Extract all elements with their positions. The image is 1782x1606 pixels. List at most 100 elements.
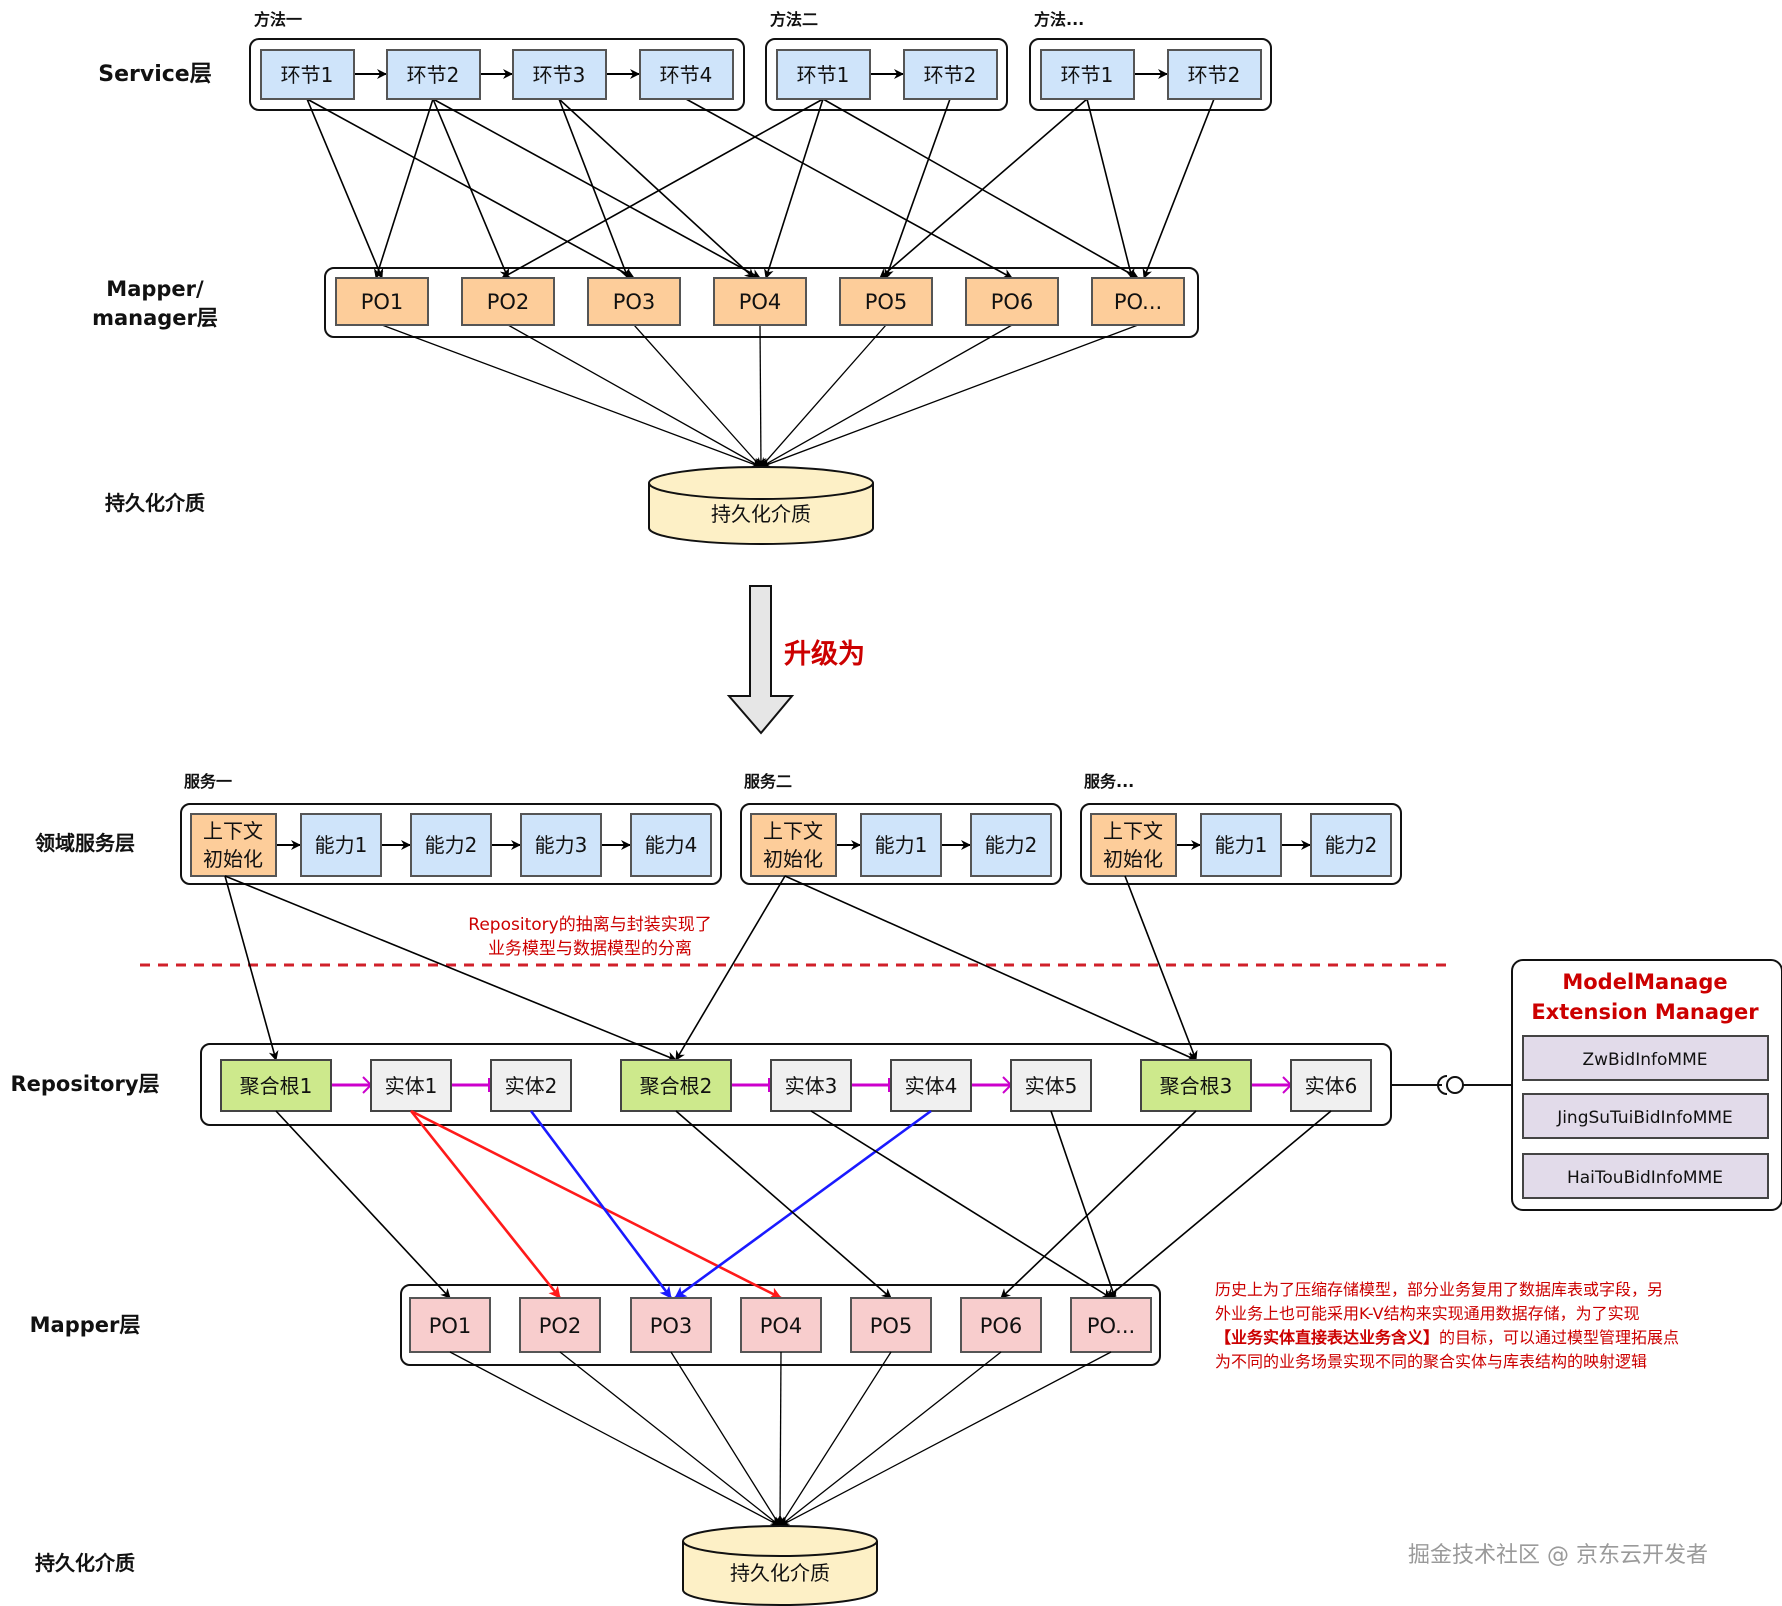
step-label: 环节2 (924, 63, 977, 87)
po-db-link (779, 1351, 1112, 1527)
repository-items: 聚合根1 实体1 实体2 聚合根2 实体3 实体4 实体5 聚合根3 实体6 (220, 1059, 1372, 1112)
model-manager-panel (1511, 959, 1782, 1211)
step-node[interactable]: 环节3 (512, 49, 607, 100)
po-label: PO4 (739, 290, 782, 314)
entity-node[interactable]: 实体4 (890, 1059, 972, 1112)
history-note-line1: 历史上为了压缩存储模型，部分业务复用了数据库表或字段，另 (1215, 1280, 1663, 1299)
capability-label: 能力1 (1215, 833, 1268, 857)
service-po-link (306, 98, 384, 279)
po-label: PO5 (865, 290, 908, 314)
context-label: 初始化 (763, 847, 823, 871)
step-node[interactable]: 环节1 (1040, 49, 1135, 100)
service-po-link (432, 98, 761, 279)
mme-item[interactable]: HaiTouBidInfoMME (1522, 1153, 1769, 1199)
po-node[interactable]: PO4 (740, 1297, 822, 1353)
service-po-link (685, 98, 1013, 279)
step-label: 环节1 (1061, 63, 1114, 87)
layer-label-persistence: 持久化介质 (105, 491, 205, 515)
capability-label: 能力4 (645, 833, 698, 857)
po-label: PO... (1114, 290, 1162, 314)
po-node[interactable]: PO4 (713, 277, 807, 326)
mme-item[interactable]: JingSuTuiBidInfoMME (1522, 1093, 1769, 1139)
capability-node[interactable]: 能力1 (1200, 813, 1282, 877)
po-node[interactable]: PO5 (850, 1297, 932, 1353)
history-note-line3: 【业务实体直接表达业务含义】的目标，可以通过模型管理拓展点 (1215, 1328, 1679, 1347)
step-node[interactable]: 环节1 (776, 49, 871, 100)
layer-label-domain-service: 领域服务层 (35, 831, 135, 855)
capability-label: 能力2 (985, 833, 1038, 857)
context-init-node[interactable]: 上下文 初始化 (1090, 813, 1177, 877)
capability-node[interactable]: 能力4 (630, 813, 712, 877)
capability-node[interactable]: 能力2 (970, 813, 1052, 877)
context-init-node[interactable]: 上下文 初始化 (750, 813, 837, 877)
repo-item-label: 聚合根3 (1160, 1074, 1233, 1098)
repo-po-link-black (1050, 1110, 1117, 1299)
database-top[interactable]: 持久化介质 (648, 466, 874, 545)
capability-label: 能力1 (315, 833, 368, 857)
po-to-database-links-bottom (449, 1351, 1112, 1527)
service-title: 服务一 (184, 772, 232, 791)
po-node[interactable]: PO1 (409, 1297, 491, 1353)
database-bottom[interactable]: 持久化介质 (682, 1525, 878, 1606)
service-po-link (558, 98, 630, 279)
po-node[interactable]: PO... (1091, 277, 1185, 326)
service-po-link (558, 98, 755, 279)
step-node[interactable]: 环节4 (639, 49, 734, 100)
service-po-link (501, 98, 824, 279)
layer-label-mapper: Mapper层 (30, 1313, 141, 1337)
po-db-link (760, 324, 1139, 469)
mme-item[interactable]: ZwBidInfoMME (1522, 1035, 1769, 1081)
po-node[interactable]: PO3 (630, 1297, 712, 1353)
entity-node[interactable]: 实体6 (1290, 1059, 1372, 1112)
repository-to-po-links (275, 1109, 1332, 1300)
po-db-link (381, 324, 762, 469)
po-node[interactable]: PO1 (335, 277, 429, 326)
capability-node[interactable]: 能力2 (410, 813, 492, 877)
po-label: PO3 (650, 1314, 693, 1338)
aggregate-root-node[interactable]: 聚合根3 (1140, 1059, 1252, 1112)
po-node[interactable]: PO... (1070, 1297, 1152, 1353)
po-label: PO2 (487, 290, 530, 314)
aggregate-root-node[interactable]: 聚合根2 (620, 1059, 732, 1112)
capability-node[interactable]: 能力2 (1310, 813, 1392, 877)
entity-node[interactable]: 实体5 (1010, 1059, 1092, 1112)
method-title: 方法一 (254, 10, 302, 29)
po-label: PO2 (539, 1314, 582, 1338)
repo-item-label: 聚合根2 (640, 1074, 713, 1098)
database-label: 持久化介质 (711, 502, 811, 526)
history-note-emphasis: 【业务实体直接表达业务含义】 (1215, 1328, 1439, 1347)
step-node[interactable]: 环节2 (1167, 49, 1262, 100)
po-label: PO6 (991, 290, 1034, 314)
service-po-link (884, 98, 951, 279)
service-po-link (879, 98, 1088, 279)
po-node[interactable]: PO2 (461, 277, 555, 326)
service-title: 服务... (1084, 772, 1134, 791)
service-aggregate-link (784, 875, 1197, 1061)
service-to-aggregate-links (224, 875, 1198, 1062)
entity-node[interactable]: 实体2 (490, 1059, 572, 1112)
repo-item-label: 实体4 (905, 1074, 958, 1098)
capability-node[interactable]: 能力1 (860, 813, 942, 877)
po-node[interactable]: PO3 (587, 277, 681, 326)
capability-node[interactable]: 能力1 (300, 813, 382, 877)
po-node[interactable]: PO6 (965, 277, 1059, 326)
entity-node[interactable]: 实体1 (370, 1059, 452, 1112)
capability-node[interactable]: 能力3 (520, 813, 602, 877)
step-node[interactable]: 环节2 (386, 49, 481, 100)
context-label: 上下文 (203, 819, 263, 843)
repo-po-link-black (675, 1110, 892, 1299)
service-aggregate-link (1124, 875, 1198, 1061)
po-node[interactable]: PO2 (519, 1297, 601, 1353)
repo-po-link-black (1000, 1110, 1197, 1299)
po-node[interactable]: PO5 (839, 277, 933, 326)
method-title: 方法... (1034, 10, 1084, 29)
repo-po-link-black (1106, 1110, 1332, 1299)
aggregate-root-node[interactable]: 聚合根1 (220, 1059, 332, 1112)
po-node[interactable]: PO6 (960, 1297, 1042, 1353)
layer-label-persistence: 持久化介质 (35, 1551, 135, 1575)
step-node[interactable]: 环节1 (260, 49, 355, 100)
entity-node[interactable]: 实体3 (770, 1059, 852, 1112)
context-init-node[interactable]: 上下文 初始化 (190, 813, 277, 877)
step-node[interactable]: 环节2 (903, 49, 998, 100)
po-db-link (449, 1351, 781, 1527)
